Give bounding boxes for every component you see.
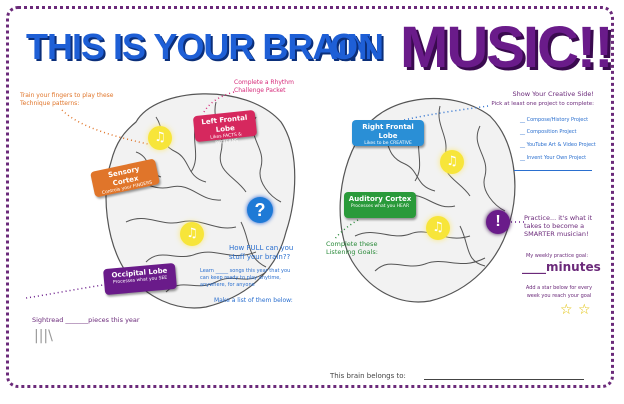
title-on: ON bbox=[330, 26, 384, 67]
train-fingers-note: Train your fingers to play these Techniq… bbox=[20, 92, 114, 107]
star-icon: ☆ bbox=[560, 302, 573, 318]
weekly-goal-label: My weekly practice goal: bbox=[525, 253, 589, 259]
star-instructions: Add a star below for every week you reac… bbox=[525, 285, 593, 299]
project-item: __ Invent Your Own Project bbox=[520, 155, 587, 161]
creative-dotted-leader bbox=[403, 105, 489, 121]
project-line bbox=[514, 170, 592, 171]
auditory-cortex-title: Auditory Cortex bbox=[348, 195, 412, 203]
listening-dotted-leader bbox=[333, 219, 359, 241]
music-note-icon: ♫ bbox=[440, 150, 464, 174]
right-frontal-lobe-label: Right Frontal Lobe Likes to be CREATIVE bbox=[352, 120, 424, 146]
make-list-note: Make a list of them below: bbox=[214, 297, 293, 304]
left-frontal-lobe-label: Left Frontal Lobe Likes FACTS & PATTERNS bbox=[192, 109, 258, 146]
project-item: __ Compose/History Project bbox=[520, 117, 589, 123]
right-frontal-lobe-sub: Likes to be CREATIVE bbox=[364, 141, 412, 146]
exclamation-icon: ! bbox=[486, 210, 510, 234]
page-border bbox=[6, 6, 614, 388]
tally-marks: |||\ bbox=[34, 328, 53, 344]
right-frontal-lobe-title: Right Frontal Lobe bbox=[362, 123, 414, 140]
music-note-icon: ♫ bbox=[180, 222, 204, 246]
practice-note: Practice... it's what it takes to become… bbox=[524, 214, 593, 238]
project-item: __ YouTube Art & Video Project bbox=[520, 142, 596, 148]
auditory-cortex-sub: Processes what you HEAR bbox=[350, 204, 410, 209]
train-dotted-leader bbox=[61, 109, 149, 145]
brain-belongs-label: This brain belongs to: bbox=[330, 372, 406, 380]
star-icon: ☆ bbox=[578, 302, 591, 318]
learn-songs-note: Learn _____ songs this year that you can… bbox=[200, 268, 291, 288]
question-mark-icon: ? bbox=[247, 197, 273, 223]
rhythm-note: Complete a Rhythm Challenge Packet bbox=[234, 79, 294, 94]
sightread-note: Sightread _______pieces this year bbox=[32, 316, 140, 324]
title-music: MUSIC!! bbox=[400, 15, 614, 80]
creative-title: Show Your Creative Side! bbox=[512, 90, 594, 98]
music-note-icon: ♫ bbox=[426, 216, 450, 240]
occipital-dotted-leader bbox=[25, 283, 111, 299]
rhythm-dotted-leader bbox=[203, 91, 235, 113]
how-full-question: How FULL can you stuff your brain?? bbox=[229, 244, 294, 261]
minutes-field: ____minutes bbox=[522, 260, 601, 274]
creative-sub: Pick at least one project to complete: bbox=[491, 101, 594, 107]
practice-dotted-leader bbox=[508, 221, 524, 223]
project-item: __ Composition Project bbox=[520, 129, 577, 135]
music-note-icon: ♫ bbox=[148, 126, 172, 150]
auditory-cortex-label: Auditory Cortex Processes what you HEAR bbox=[344, 192, 416, 218]
owner-name-line bbox=[424, 379, 584, 380]
listening-goals-note: Complete these Listening Goals: bbox=[326, 240, 378, 256]
title-left: THIS IS YOUR BRAIN bbox=[26, 26, 372, 67]
